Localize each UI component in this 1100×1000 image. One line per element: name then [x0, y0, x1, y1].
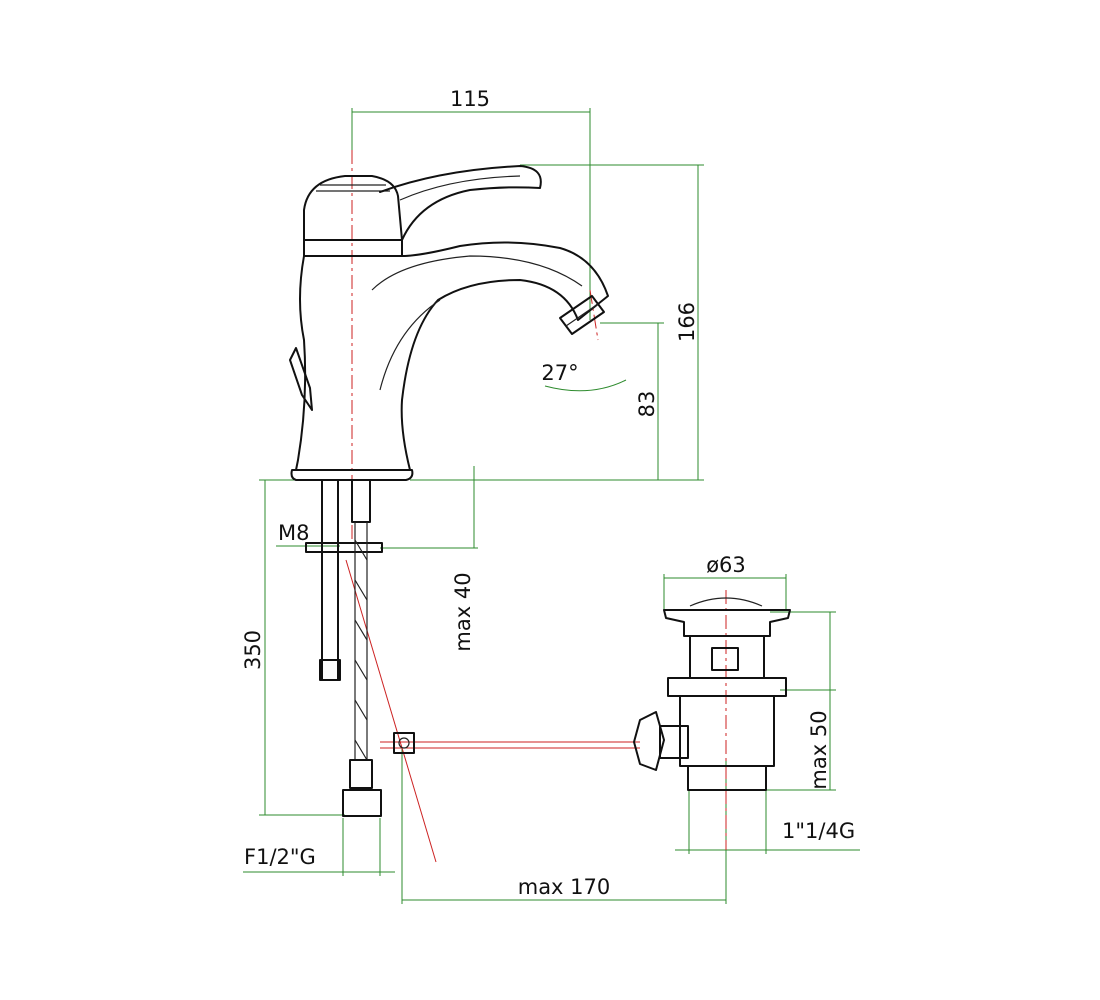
center-axes — [345, 150, 727, 863]
dim-thread-m8: M8 — [278, 521, 309, 545]
dim-max-deck: max 40 — [451, 572, 475, 651]
dim-waste-max-depth: max 50 — [807, 710, 831, 789]
popup-waste — [633, 597, 791, 791]
dim-spout-height: 83 — [635, 391, 659, 418]
dim-spout-angle: 27° — [541, 361, 578, 385]
faucet-body — [289, 165, 609, 481]
dim-spout-reach: 115 — [450, 87, 490, 111]
dim-total-height: 166 — [675, 302, 699, 342]
dim-waste-diameter: ø63 — [706, 553, 746, 577]
dim-hose-thread: F1/2"G — [244, 845, 316, 869]
dim-rod-reach: max 170 — [518, 875, 611, 899]
mounting-and-hoses — [305, 479, 415, 817]
dimension-lines — [243, 108, 860, 904]
dim-waste-thread: 1"1/4G — [782, 819, 855, 843]
dim-hose-length: 350 — [241, 630, 265, 670]
dimension-labels: 115 166 83 27° M8 max 40 350 ø63 max 50 … — [241, 87, 855, 899]
